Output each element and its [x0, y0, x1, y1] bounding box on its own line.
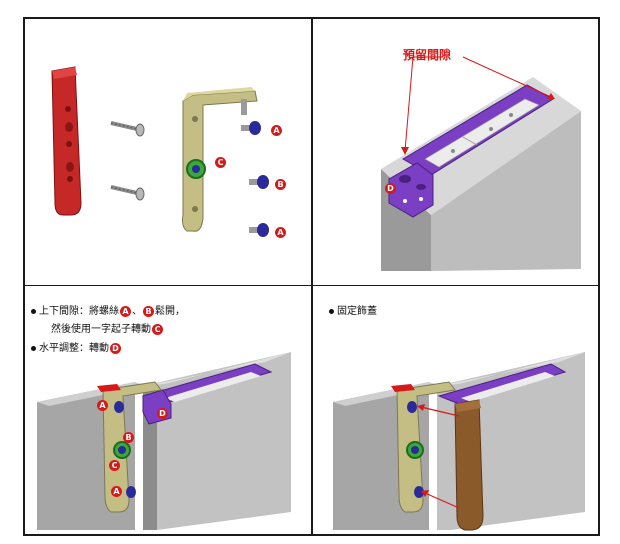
- cover-pointer-arrows: [420, 406, 460, 509]
- callout-a-bottom: A: [275, 227, 286, 238]
- wood-screw-upper: [110, 121, 145, 137]
- badge-a: A: [120, 305, 131, 317]
- exploded-parts-illustration: [51, 66, 269, 237]
- wood-screw-lower: [110, 185, 145, 201]
- callout-d: D: [157, 408, 168, 419]
- reserved-gap-illustration: [381, 56, 581, 271]
- callout-b: B: [275, 179, 286, 190]
- hinge-bracket-mounted: [97, 381, 162, 513]
- instruction-text-1: 上下間隙：將螺絲: [39, 306, 119, 317]
- bullet-icon: [31, 308, 36, 314]
- callout-a-bottom: A: [111, 486, 122, 497]
- bullet-icon: [31, 345, 36, 351]
- panel-fix-cover: 固定飾蓋: [313, 286, 598, 534]
- badge-c: C: [152, 323, 163, 335]
- adjust-screw-a-bottom: [249, 223, 269, 237]
- reserved-gap-label: 預留間隙: [403, 48, 452, 62]
- instruction-text-3: 水平調整：轉動: [39, 343, 109, 354]
- callout-c: C: [109, 460, 120, 471]
- bullet-icon: [329, 308, 334, 314]
- instruction-text-1: 固定飾蓋: [337, 306, 377, 317]
- callout-c: C: [215, 157, 226, 168]
- horizontal-divider: [23, 285, 600, 286]
- hinge-bracket-part: [182, 87, 258, 232]
- callout-a-top: A: [271, 125, 282, 136]
- panel-reserved-gap: 預留間隙 D: [313, 19, 598, 285]
- decorative-cover-part: [454, 399, 484, 531]
- purple-hinge-plate: [388, 84, 554, 218]
- callout-a-top: A: [97, 400, 108, 411]
- badge-d: D: [110, 342, 121, 354]
- gap-adjustment-illustration: [37, 352, 291, 530]
- fix-cover-illustration: [333, 352, 585, 531]
- vertical-divider: [311, 17, 313, 536]
- adjust-screw-b: [249, 175, 269, 189]
- instruction-sep: 、: [132, 306, 142, 317]
- hinge-bracket-mounted: [391, 381, 456, 513]
- instruction-text-2: 然後使用一字起子轉動: [51, 324, 151, 335]
- instruction-text-1-end: 鬆開，: [155, 306, 185, 317]
- callout-d: D: [385, 183, 396, 194]
- panel-exploded-parts: A C B A: [25, 19, 311, 285]
- instruction-line-1: 固定飾蓋: [329, 302, 377, 317]
- adjust-screw-a-top: [241, 121, 261, 135]
- gap-pointer-arrows: [404, 56, 552, 152]
- callout-b: B: [123, 432, 134, 443]
- red-strip-part: [51, 66, 82, 216]
- badge-b: B: [143, 305, 154, 317]
